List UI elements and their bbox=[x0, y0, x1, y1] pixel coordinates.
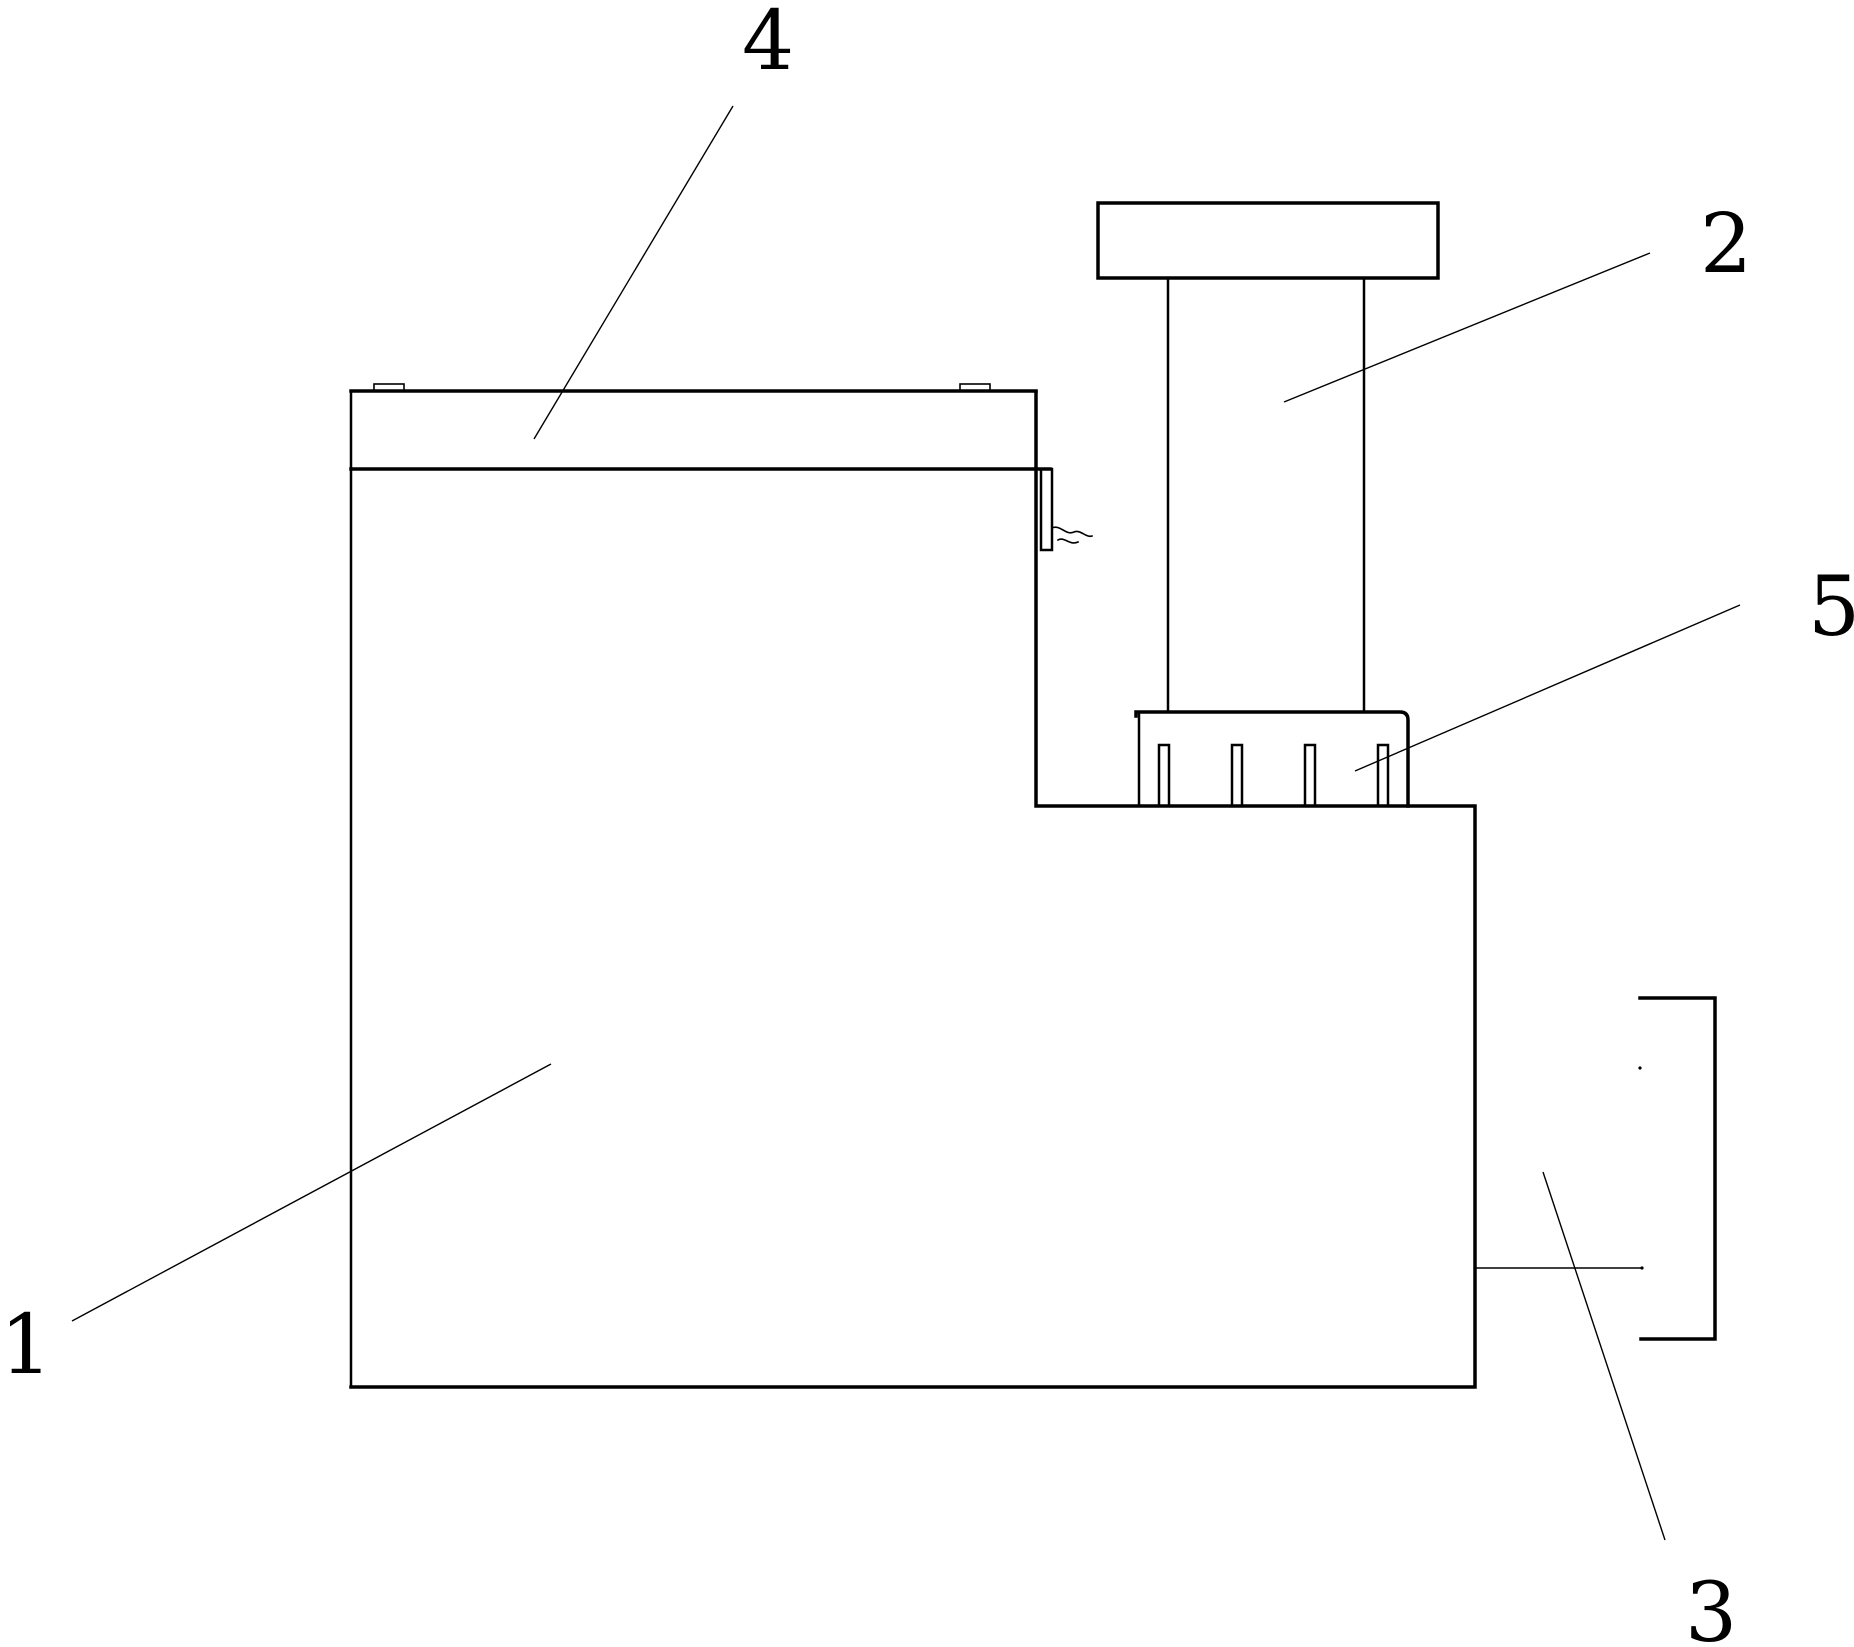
cylinder bbox=[1096, 201, 1440, 714]
callout-2: 2 bbox=[1700, 197, 1752, 292]
lid bbox=[349, 383, 1094, 552]
callout-5: 5 bbox=[1808, 560, 1854, 655]
callout-3: 3 bbox=[1685, 1566, 1737, 1647]
leader-line-5 bbox=[1354, 604, 1741, 772]
callout-1: 1 bbox=[0, 1298, 52, 1393]
leader-line-2 bbox=[1283, 252, 1651, 403]
leader-line-4 bbox=[533, 105, 734, 440]
leader-line-3 bbox=[1542, 1171, 1666, 1541]
base-ring bbox=[1134, 710, 1410, 808]
main-body bbox=[349, 390, 1477, 1389]
handle bbox=[1474, 996, 1717, 1341]
leader-line-1 bbox=[71, 1063, 552, 1322]
callout-4: 4 bbox=[742, 0, 794, 89]
